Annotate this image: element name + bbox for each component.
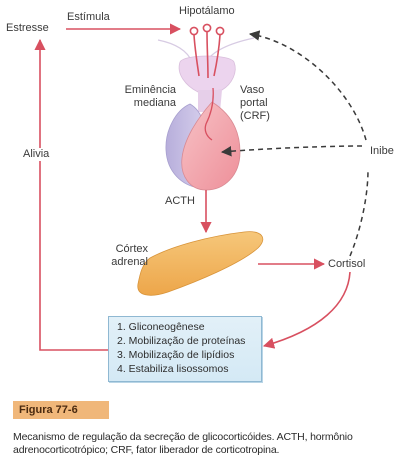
cortisol-label: Cortisol xyxy=(328,258,366,270)
effects-list: 1. Gliconeogênese 2. Mobilização de prot… xyxy=(109,317,261,376)
effects-box: 1. Gliconeogênese 2. Mobilização de prot… xyxy=(108,316,262,382)
feedback-to-hypothalamus xyxy=(248,30,367,141)
acth-label: ACTH xyxy=(165,195,195,207)
median-eminence-label-line1: Eminência xyxy=(124,84,176,96)
feedback-to-pituitary xyxy=(220,145,363,157)
inhibits-label: Inibe xyxy=(370,145,394,157)
adrenal-cortex-label: Córtex adrenal xyxy=(98,243,148,269)
portal-vessel-label-line1: Vaso xyxy=(240,84,265,96)
portal-vessel-label-line3: (CRF) xyxy=(240,110,270,122)
effect-item: 4. Estabiliza lisossomos xyxy=(117,363,229,375)
portal-vessel xyxy=(204,87,214,141)
portal-vessel-label: Vaso portal (CRF) xyxy=(240,84,270,123)
median-eminence-label: Eminência mediana xyxy=(104,84,176,110)
feedback-cortisol-to-inhibits xyxy=(349,169,369,257)
median-eminence-label-line2: mediana xyxy=(133,97,176,109)
figure-number-tag: Figura 77-6 xyxy=(13,401,109,419)
relieves-label: Alivia xyxy=(22,148,51,161)
portal-vessel-label-line2: portal xyxy=(240,97,268,109)
effect-item: 3. Mobilização de lipídios xyxy=(117,349,235,361)
stress-label: Estresse xyxy=(6,22,49,34)
effect-item: 1. Gliconeogênese xyxy=(117,321,205,333)
adrenal-cortex-label-line1: Córtex xyxy=(115,243,148,255)
hypothalamus-label: Hipotálamo xyxy=(179,5,235,17)
adrenal-cortex-label-line2: adrenal xyxy=(111,256,148,268)
relieves-arrow xyxy=(34,38,108,351)
stimulates-label: Estímula xyxy=(67,11,110,23)
adrenal-cortex-shape xyxy=(137,231,264,296)
effect-item: 2. Mobilização de proteínas xyxy=(117,335,246,347)
hypothalamic-neurons xyxy=(189,23,225,79)
cortisol-effects-arrow xyxy=(262,271,351,349)
figure-caption: Mecanismo de regulação da secreção de gl… xyxy=(13,431,353,456)
anterior-pituitary xyxy=(181,101,241,191)
